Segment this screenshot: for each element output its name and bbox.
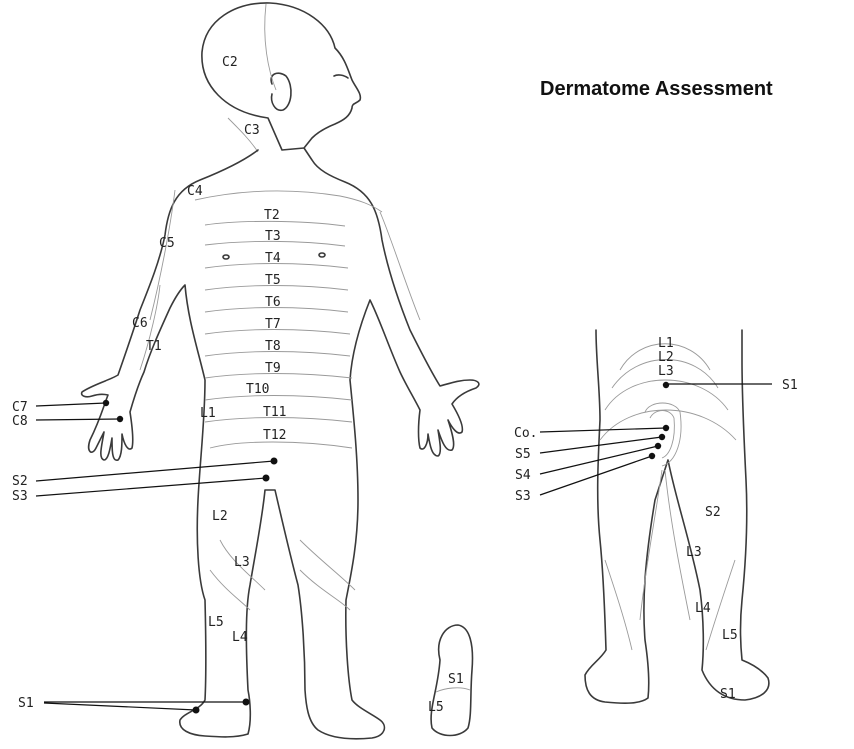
label-t9: T9: [265, 361, 281, 376]
label-c2: C2: [222, 55, 238, 70]
back-label-l1: L1: [658, 336, 674, 351]
back-label-l5: L5: [722, 628, 738, 643]
back-label-co: Co.: [514, 426, 537, 441]
label-t7: T7: [265, 317, 281, 332]
back-label-l2: L2: [658, 350, 674, 365]
label-l1: L1: [200, 406, 216, 421]
back-label-l3: L3: [658, 364, 674, 379]
label-t1: T1: [146, 339, 162, 354]
back-label-s1: S1: [782, 378, 798, 393]
label-c4: C4: [187, 184, 203, 199]
back-label-l4: L4: [695, 601, 711, 616]
label-c6: C6: [132, 316, 148, 331]
sole-label-l5: L5: [428, 700, 444, 715]
foot-sole-figure: S1 L5: [428, 625, 472, 736]
head-outline: [202, 3, 361, 150]
label-t12: T12: [263, 428, 286, 443]
back-label-s3: S3: [515, 489, 531, 504]
label-c5: C5: [159, 236, 175, 251]
label-t6: T6: [265, 295, 281, 310]
ear-outline: [271, 73, 291, 110]
label-t5: T5: [265, 273, 281, 288]
back-label-s5: S5: [515, 447, 531, 462]
label-c3: C3: [244, 123, 260, 138]
back-label-s2: S2: [705, 505, 721, 520]
back-body-figure: [585, 330, 769, 703]
label-c8: C8: [12, 414, 28, 429]
label-t4: T4: [265, 251, 281, 266]
page-title: Dermatome Assessment: [540, 78, 773, 101]
label-l4: L4: [232, 630, 248, 645]
label-s2: S2: [12, 474, 28, 489]
back-outline: [585, 330, 769, 703]
label-l3: L3: [234, 555, 250, 570]
back-label-s4: S4: [515, 468, 531, 483]
label-c7: C7: [12, 400, 28, 415]
sole-label-s1: S1: [448, 672, 464, 687]
back-label-s1b: S1: [720, 687, 736, 702]
label-t3: T3: [265, 229, 281, 244]
back-dermatome-bands: [600, 344, 736, 650]
label-s3: S3: [12, 489, 28, 504]
label-s1: S1: [18, 696, 34, 711]
back-leaders: [540, 382, 772, 495]
eye-mark: [334, 75, 348, 78]
back-labels: L1 L2 L3 S1 Co. S5 S4 S3 S2 L3 L4 L5 S1: [514, 336, 798, 702]
front-labels: C2 C3 C4 C5 C6 T1 C7 C8 T2 T3 T4 T5 T6 T…: [12, 55, 286, 711]
label-l5: L5: [208, 615, 224, 630]
label-t10: T10: [246, 382, 269, 397]
back-label-l3b: L3: [686, 545, 702, 560]
label-l2: L2: [212, 509, 228, 524]
label-t8: T8: [265, 339, 281, 354]
label-t11: T11: [263, 405, 286, 420]
label-t2: T2: [264, 208, 280, 223]
